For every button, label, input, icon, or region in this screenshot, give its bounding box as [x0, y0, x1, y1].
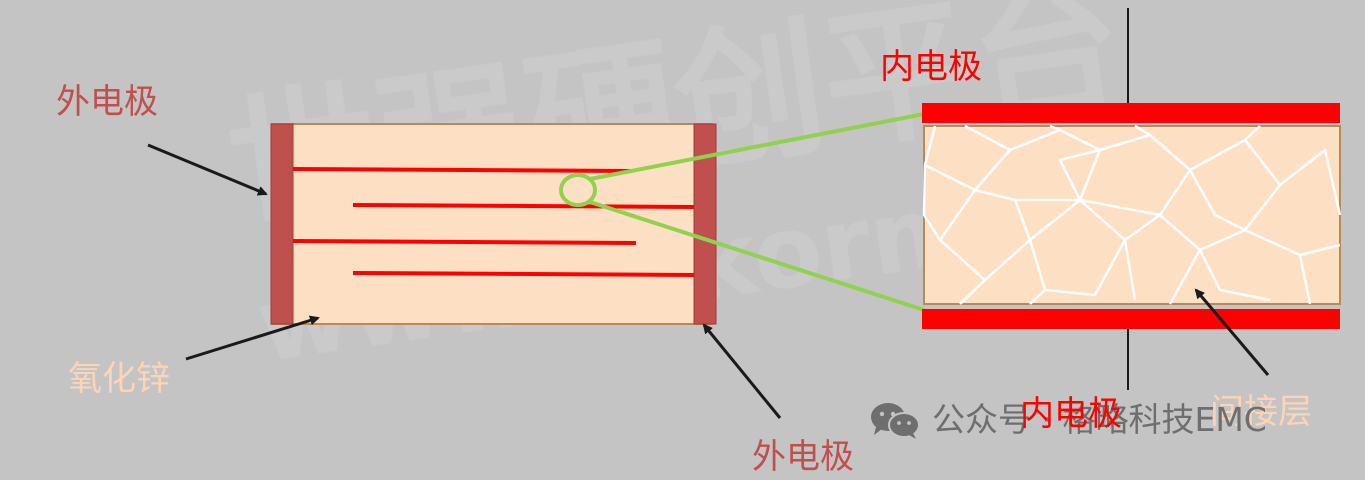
- grain-boundaries: [922, 124, 1342, 305]
- inner-electrode-line-3: [292, 239, 637, 245]
- label-grain-boundary-layer: 间接层: [1210, 392, 1312, 432]
- zinc-oxide-grains: [923, 125, 1341, 305]
- inner-electrode-plate-bottom: [922, 309, 1340, 329]
- zoom-line-bottom: [589, 200, 925, 312]
- arrow-grain-boundary: [1194, 288, 1270, 376]
- varistor-body: [270, 123, 717, 325]
- wechat-footer: 公众号 · 格略科技EMC: [868, 400, 1267, 440]
- inner-electrode-plate-top: [922, 103, 1340, 123]
- outer-electrode-left: [270, 123, 294, 325]
- arrow-outer-electrode-left: [147, 143, 268, 196]
- label-zinc-oxide: 氧化锌: [68, 359, 170, 399]
- label-inner-electrode-top: 内电极: [880, 47, 982, 87]
- zoom-indicator: [559, 112, 925, 312]
- wechat-icon: [871, 403, 920, 439]
- arrow-zinc-oxide: [185, 315, 320, 361]
- inner-electrode-line-4: [352, 271, 695, 277]
- inner-electrode-line-2: [352, 203, 695, 209]
- footer-text: 公众号 · 格略科技EMC: [932, 400, 1267, 439]
- zoom-circle: [559, 173, 597, 207]
- zoom-line-top: [589, 112, 925, 181]
- annotation-arrows: [147, 143, 1270, 419]
- arrow-outer-electrode-right: [702, 323, 782, 419]
- label-outer-electrode-bottom: 外电极: [752, 437, 854, 477]
- inner-electrode-line-1: [292, 167, 633, 173]
- label-inner-electrode-bottom: 内电极: [1020, 394, 1122, 434]
- zinc-oxide-body: [271, 123, 713, 325]
- label-outer-electrode-left: 外电极: [56, 82, 158, 122]
- magnified-structure: [922, 8, 1342, 390]
